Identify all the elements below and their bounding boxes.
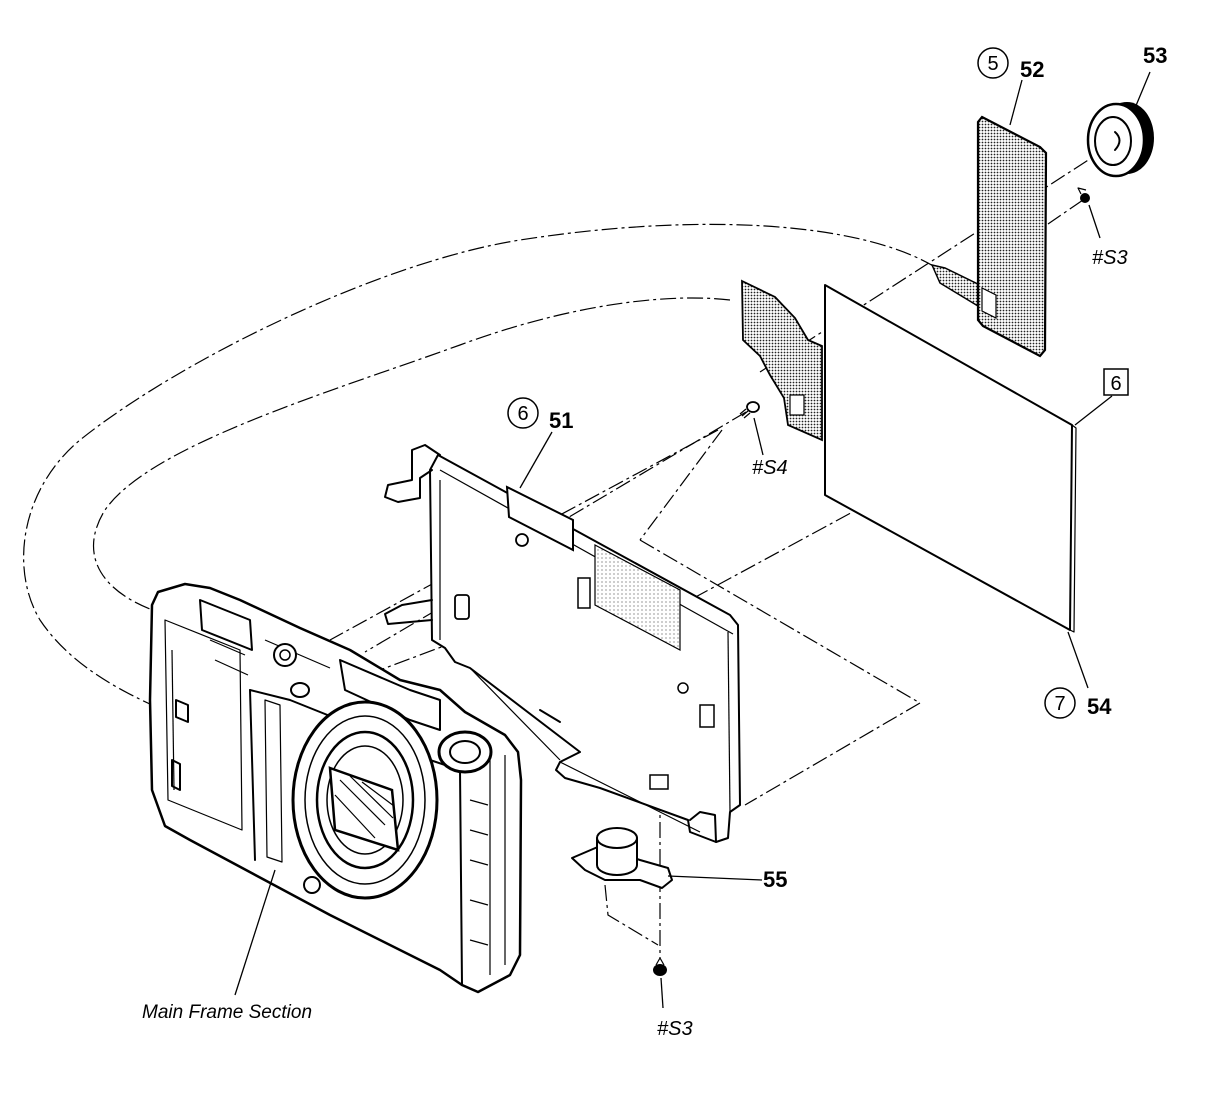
lcd-panel-edge (1069, 424, 1077, 633)
part-55-speaker (571, 827, 673, 889)
frame-bracket-top-left (384, 444, 441, 503)
frame-hole (699, 704, 715, 728)
guide-line-screw-top (1047, 199, 1084, 225)
body-front-strip (264, 699, 283, 863)
guide-line-frame-b (639, 429, 723, 541)
ref-circle-54 (1044, 687, 1076, 719)
part-52-board (930, 115, 1048, 358)
body-side-rail (171, 649, 175, 791)
lens-ring (304, 715, 426, 885)
ref-circle-51 (507, 397, 539, 429)
leader-lines (234, 71, 1151, 1009)
leader-54 (1067, 631, 1089, 689)
screw-tip (655, 957, 665, 966)
screw-head (1080, 193, 1090, 203)
guide-line-v (639, 539, 922, 806)
ref-label-54: 7 (1054, 693, 1065, 715)
guide-line-speaker (604, 884, 659, 946)
ref-label-52: 5 (987, 53, 998, 75)
screw-head (653, 964, 667, 976)
screw-label-s3-bottom: #S3 (657, 1018, 693, 1040)
leader-s4 (753, 417, 764, 456)
frame-window (594, 544, 681, 651)
frame-hole (677, 682, 689, 694)
power-button-icon (290, 682, 310, 698)
screw-head (746, 401, 760, 413)
frame-bracket-lower-left (384, 599, 433, 625)
body-side-port (171, 759, 181, 791)
tripod-mount (303, 876, 321, 894)
mode-button-icon (273, 643, 297, 667)
flex-connector (789, 394, 805, 416)
part-label-53: 53 (1143, 43, 1167, 68)
frame-strip-51 (505, 485, 574, 552)
screw-thread (739, 408, 751, 419)
leader-52 (1009, 79, 1023, 126)
frame-bracket-bottom-right (689, 811, 717, 843)
lens-shutter-square (328, 766, 400, 852)
ref-label-51: 6 (517, 403, 528, 425)
leader-s3-top (1088, 204, 1101, 239)
body-side-panel (164, 619, 243, 831)
leader-53 (1134, 71, 1151, 109)
screw-tip (1077, 187, 1087, 195)
part-label-55: 55 (763, 867, 787, 892)
speaker-top (596, 827, 638, 849)
screw-s4 (739, 401, 760, 419)
guide-line-dial (759, 145, 1111, 373)
leader-55 (667, 875, 763, 881)
frame-right-inner-edge (727, 631, 731, 813)
screw-label-s4: #S4 (752, 457, 788, 479)
board-connector (981, 287, 997, 319)
part-54-flex-cable (741, 279, 823, 442)
body-right-details (469, 799, 489, 946)
part-51-frame (384, 444, 741, 843)
body-top-details (209, 639, 331, 676)
main-frame-section-label: Main Frame Section (142, 1002, 312, 1023)
lens-ring (326, 745, 404, 855)
screw-label-s3-top: #S3 (1092, 247, 1128, 269)
body-side-detail (175, 699, 189, 723)
leader-main-frame (234, 869, 276, 996)
frame-top-inner-edge (439, 469, 734, 635)
guide-curve-outer (23, 223, 936, 706)
ref-circle-52 (977, 47, 1009, 79)
lens-shutter-blades (334, 775, 395, 839)
mode-button-center (279, 649, 291, 661)
part-54-lcd-panel (824, 284, 1077, 633)
screw-s3-bottom (653, 957, 667, 976)
frame-hole (649, 774, 669, 790)
ref-box-label-54: 6 (1110, 373, 1121, 395)
main-frame-section (148, 582, 523, 994)
leader-s3-bottom (660, 977, 664, 1009)
body-right-column (489, 755, 506, 975)
lens-ring (315, 730, 415, 870)
frame-slot (539, 709, 561, 723)
shutter-button-inner (449, 740, 481, 764)
leader-51 (519, 431, 553, 489)
dial-mark (1114, 131, 1121, 151)
board-body (976, 115, 1048, 358)
part-label-51: 51 (549, 408, 573, 433)
part-label-52: 52 (1020, 57, 1044, 82)
part-53-dial (1086, 102, 1154, 178)
body-top-block (339, 659, 441, 731)
leader-box-6 (1074, 395, 1113, 426)
frame-hole (577, 577, 591, 609)
frame-hole (515, 533, 529, 547)
body-top-block-left (199, 599, 253, 651)
shutter-button-icon (437, 730, 493, 774)
guide-line-frame-a (559, 429, 719, 516)
ref-box-54 (1103, 368, 1129, 396)
callout-labels: 5 52 53 #S3 6 6 51 #S4 7 54 55 #S3 Main … (142, 43, 1167, 1040)
body-side-front-edge (249, 689, 256, 861)
frame-hole (454, 594, 470, 620)
dial-inner (1094, 116, 1132, 166)
screw-s3-top (1077, 187, 1090, 203)
body-right-front-edge (459, 769, 463, 986)
frame-bottom-edge (469, 667, 701, 833)
guide-curve-inner (92, 297, 731, 613)
part-label-54: 54 (1087, 694, 1112, 719)
